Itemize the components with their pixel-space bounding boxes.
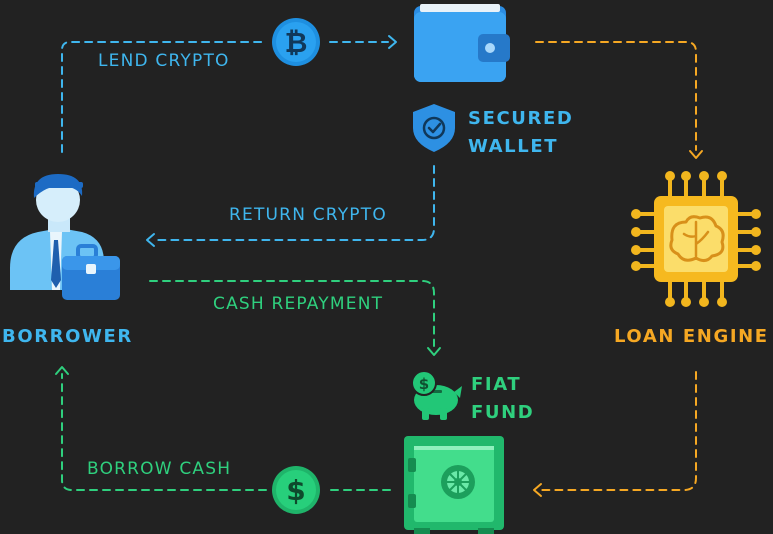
safe-icon — [404, 436, 504, 534]
engine-to-safe-arrowhead — [533, 483, 542, 497]
borrow-cash-arrow-tail — [61, 373, 267, 491]
cash-repayment-arrow — [149, 280, 435, 347]
wallet-to-engine-arrowhead — [689, 150, 703, 159]
lend-crypto-arrowhead — [388, 35, 397, 49]
borrow-cash-arrowhead — [55, 366, 69, 375]
shield-check-icon — [413, 104, 455, 152]
engine-to-safe-arrow — [541, 371, 697, 491]
svg-text:$: $ — [286, 474, 305, 507]
secured-wallet-label-line1: SECURED — [468, 108, 574, 129]
borrow-cash-label: BORROW CASH — [87, 459, 232, 479]
return-crypto-arrow — [155, 165, 435, 241]
lend-crypto-arrow — [61, 41, 263, 153]
lend-crypto-label: LEND CRYPTO — [98, 51, 230, 71]
wallet-icon — [414, 4, 510, 82]
return-crypto-label: RETURN CRYPTO — [229, 205, 387, 225]
chip-brain-icon — [631, 171, 761, 307]
fiat-fund-label-line1: FIAT — [471, 374, 522, 395]
svg-text:$: $ — [419, 375, 429, 393]
cash-repayment-arrowhead — [427, 347, 441, 356]
briefcase-icon — [62, 244, 120, 300]
cash-repayment-label: CASH REPAYMENT — [213, 294, 384, 314]
dollar-coin-icon: $ — [272, 466, 320, 514]
loan-engine-label: LOAN ENGINE — [614, 326, 769, 347]
wallet-to-engine-arrow — [535, 41, 697, 151]
secured-wallet-label-line2: WALLET — [468, 136, 559, 157]
piggy-bank-icon: $ — [411, 370, 462, 420]
bitcoin-icon: ₿ — [272, 18, 320, 66]
fiat-fund-label-line2: FUND — [471, 402, 535, 423]
return-crypto-arrowhead — [146, 233, 155, 247]
borrower-label: BORROWER — [2, 326, 133, 347]
svg-text:₿: ₿ — [285, 26, 308, 59]
